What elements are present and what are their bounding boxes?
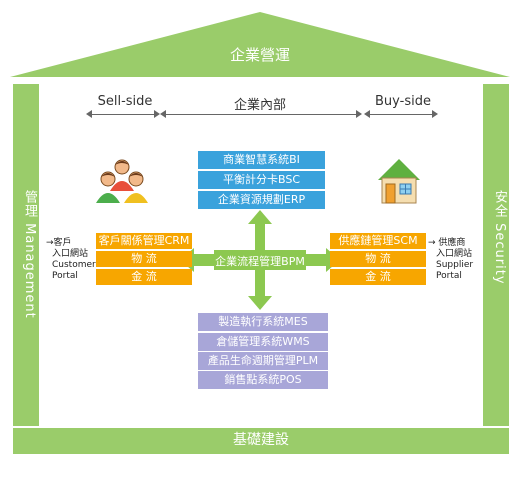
bottom-box-mes: 製造執行系統MES [198, 313, 328, 331]
left-box-logistics: 物 流 [96, 251, 192, 267]
right-box-logistics: 物 流 [330, 251, 426, 267]
supplier-portal-line: Portal [436, 271, 462, 281]
bottom-box-wms: 倉儲管理系統WMS [198, 333, 328, 351]
customer-portal-line: 入口網站 [52, 249, 89, 259]
bpm-label: 企業流程管理BPM [215, 255, 305, 268]
sell-arrow-right [154, 110, 160, 118]
left-box-crm: 客戶關係管理CRM [96, 233, 192, 249]
sell-line [92, 114, 154, 115]
right-pillar [483, 84, 509, 426]
buy-line [370, 114, 432, 115]
left-pillar-label: 管理 Management [22, 190, 37, 319]
base-label: 基礎建設 [233, 432, 289, 448]
right-box-cashflow: 金 流 [330, 269, 426, 285]
internal-arrow-right [356, 110, 362, 118]
house-icon [378, 159, 420, 204]
roof [10, 12, 510, 77]
sell-side-header: Sell-side [97, 94, 153, 109]
people-icon [96, 159, 148, 203]
supplier-portal-line: 入口網站 [436, 249, 473, 259]
buy-arrow-right [432, 110, 438, 118]
right-box-scm: 供應鏈管理SCM [330, 233, 426, 249]
internal-header: 企業內部 [233, 98, 286, 113]
customer-portal-line: →客戶 [46, 238, 72, 248]
supplier-portal-line: Supplier [436, 260, 474, 270]
top-box-bi: 商業智慧系統BI [198, 151, 325, 169]
customer-portal: →客戶 入口網站 Customer Portal [46, 238, 96, 282]
buy-arrow-left [364, 110, 370, 118]
roof-label: 企業營運 [229, 46, 290, 64]
right-pillar-label: 安全 Security [492, 190, 507, 285]
customer-portal-line: Portal [52, 271, 78, 281]
base: 基礎建設 [13, 428, 509, 454]
four-way-arrow [180, 210, 340, 310]
bottom-box-plm: 產品生命週期管理PLM [198, 352, 328, 370]
left-box-cashflow: 金 流 [96, 269, 192, 285]
supplier-portal-line: → 供應商 [428, 238, 466, 248]
customer-portal-line: Customer [52, 260, 96, 270]
bottom-box-pos: 銷售點系統POS [198, 371, 328, 389]
supplier-portal: → 供應商 入口網站 Supplier Portal [428, 238, 473, 282]
buy-side-header: Buy-side [375, 94, 431, 109]
left-pillar [13, 84, 39, 426]
top-box-bsc: 平衡計分卡BSC [198, 171, 325, 189]
roof-shape [10, 12, 510, 77]
internal-line [166, 114, 356, 115]
top-box-erp: 企業資源規劃ERP [198, 191, 325, 209]
sell-arrow-left [86, 110, 92, 118]
internal-arrow-left [160, 110, 166, 118]
